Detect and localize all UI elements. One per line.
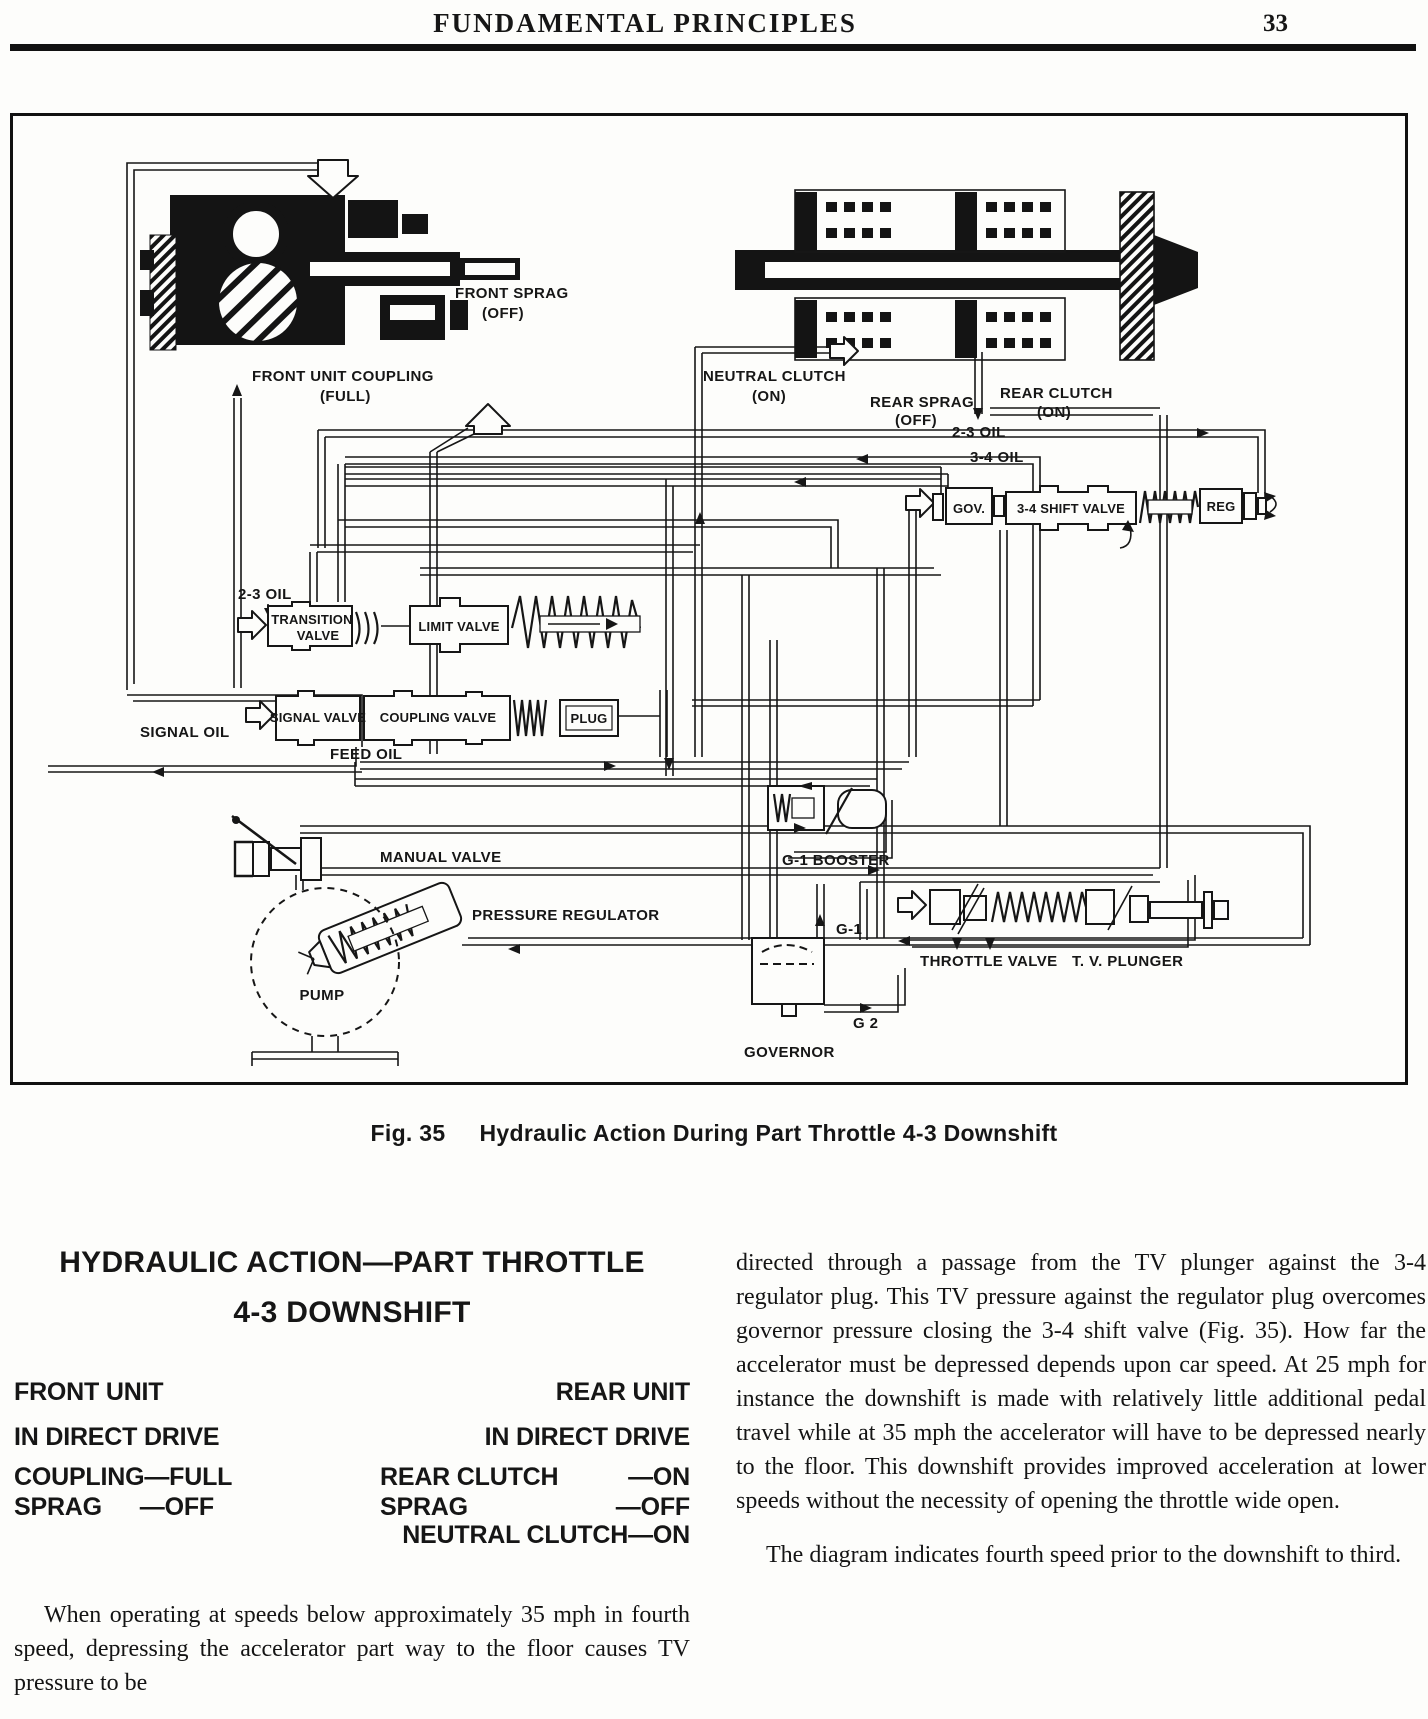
flow-arrow-into-signal: [245, 700, 275, 730]
transition-valve-label: TRANSITION: [271, 612, 352, 627]
pump-group: [250, 887, 400, 1037]
governor-group: [751, 937, 825, 1017]
figure-caption-text: Hydraulic Action During Part Throttle 4-…: [479, 1120, 1058, 1146]
rear-row-value: —ON: [628, 1463, 690, 1491]
coupling-valve-label: COUPLING VALVE: [380, 710, 497, 725]
article: HYDRAULIC ACTION—PART THROTTLE 4-3 DOWNS…: [14, 1246, 1426, 1716]
rear-clutch-label2: (ON): [1037, 404, 1071, 421]
flow-arrow-into-front-unit: [307, 159, 359, 199]
flow-arrow-front-coupling: [465, 403, 511, 435]
front-unit-drawing: [140, 159, 520, 435]
rear-row-value: —ON: [628, 1521, 690, 1549]
rear-row-name: REAR CLUTCH: [380, 1463, 559, 1491]
g2-label: G 2: [853, 1015, 878, 1032]
front-row-value: —OFF: [139, 1493, 214, 1521]
pressure-regulator-group: [298, 881, 463, 975]
neutral-clutch-label2: (ON): [752, 388, 786, 405]
oil-2-3-right-label: 2-3 OIL: [952, 424, 1006, 441]
rear-clutch-label: REAR CLUTCH: [1000, 385, 1113, 402]
front-unit-row: SPRAG —OFF: [14, 1493, 214, 1522]
transition-valve-label2: VALVE: [297, 628, 340, 643]
rear-row-name: NEUTRAL CLUTCH: [402, 1521, 629, 1549]
flow-arrow-into-throttle: [897, 890, 927, 920]
g1-booster-group: [767, 782, 887, 835]
manual-valve-group: [231, 814, 322, 881]
flow-arrow-neutral-clutch: [829, 336, 859, 366]
front-unit-row: COUPLING—FULL: [14, 1463, 354, 1492]
signal-oil-label: SIGNAL OIL: [140, 724, 230, 741]
right-paragraph-1: directed through a passage from the TV p…: [736, 1250, 1426, 1514]
header-rule: [10, 44, 1416, 51]
page-number: 33: [1263, 10, 1288, 37]
throttle-valve-label: THROTTLE VALVE: [920, 953, 1058, 970]
hydraulic-pipes: [48, 162, 1311, 1066]
shift-valve-assembly: GOV. 3-4 SHIFT VALVE REG: [905, 485, 1276, 532]
reg-label: REG: [1207, 499, 1236, 514]
manual-valve-label: MANUAL VALVE: [380, 849, 501, 866]
rear-sprag-label: REAR SPRAG: [870, 394, 974, 411]
front-sprag-label: FRONT SPRAG: [455, 285, 569, 302]
rear-sprag-label2: (OFF): [895, 412, 937, 429]
g1-booster-label: G-1 BOOSTER: [782, 852, 890, 869]
figure-caption: Fig. 35 Hydraulic Action During Part Thro…: [0, 1120, 1428, 1147]
shift-valve-label: 3-4 SHIFT VALVE: [1017, 501, 1125, 516]
front-row-value: —FULL: [144, 1463, 233, 1491]
oil-3-4-label: 3-4 OIL: [970, 449, 1024, 466]
right-column: directed through a passage from the TV p…: [736, 1246, 1426, 1572]
signal-coupling-row: SIGNAL VALVE COUPLING VALVE PLUG: [245, 690, 619, 746]
left-paragraph: When operating at speeds below approxima…: [14, 1602, 690, 1696]
front-coupling-label2: (FULL): [320, 388, 371, 405]
front-sprag-label2: (OFF): [482, 305, 524, 322]
rear-row-value: —OFF: [615, 1493, 690, 1521]
figure-panel: GOV. 3-4 SHIFT VALVE REG TRANSITION VALV…: [10, 113, 1408, 1085]
hydraulic-diagram: GOV. 3-4 SHIFT VALVE REG TRANSITION VALV…: [48, 159, 1311, 1066]
flow-arrows: [152, 384, 1209, 1013]
pump-label: PUMP: [300, 987, 345, 1004]
rear-row-name: SPRAG: [380, 1493, 468, 1521]
front-row-name: SPRAG: [14, 1493, 102, 1521]
flow-arrow-into-transition: [237, 610, 267, 640]
front-unit-title: FRONT UNIT: [14, 1378, 164, 1406]
right-paragraph-2: The diagram indicates fourth speed prior…: [766, 1542, 1402, 1568]
pump-circle: [250, 887, 400, 1037]
rear-unit-row: REAR CLUTCH —ON: [380, 1463, 690, 1492]
rear-unit-row: NEUTRAL CLUTCH—ON: [380, 1521, 690, 1550]
rear-unit-row: SPRAG —OFF: [380, 1493, 690, 1522]
plug-label: PLUG: [571, 711, 608, 726]
pressure-regulator-label: PRESSURE REGULATOR: [472, 907, 660, 924]
flow-arrow-into-gov: [905, 488, 935, 518]
tv-plunger-label: T. V. PLUNGER: [1072, 953, 1183, 970]
gov-label: GOV.: [953, 501, 985, 516]
g1-label: G-1: [836, 921, 862, 938]
throttle-valve-group: [897, 883, 1229, 935]
rear-unit-drawing: [735, 189, 1198, 366]
front-unit-subtitle: IN DIRECT DRIVE: [14, 1423, 220, 1451]
rear-unit-subtitle: IN DIRECT DRIVE: [484, 1423, 691, 1451]
limit-valve-label: LIMIT VALVE: [418, 619, 499, 634]
neutral-clutch-label: NEUTRAL CLUTCH: [703, 368, 846, 385]
governor-label: GOVERNOR: [744, 1044, 835, 1061]
diagram-labels: FRONT SPRAG (OFF) FRONT UNIT COUPLING (F…: [140, 285, 1183, 1061]
oil-2-3-left-label: 2-3 OIL: [238, 586, 292, 603]
section-heading-line2: 4-3 DOWNSHIFT: [233, 1296, 471, 1329]
section-heading-line1: HYDRAULIC ACTION—PART THROTTLE: [59, 1246, 645, 1279]
front-row-name: COUPLING: [14, 1463, 145, 1491]
signal-valve-label: SIGNAL VALVE: [270, 710, 366, 725]
transition-limit-row: TRANSITION VALVE LIMIT VALVE: [237, 595, 642, 653]
front-coupling-label: FRONT UNIT COUPLING: [252, 368, 434, 385]
rear-unit-title: REAR UNIT: [555, 1378, 691, 1406]
feed-oil-label: FEED OIL: [330, 746, 402, 763]
page-title: FUNDAMENTAL PRINCIPLES: [433, 8, 857, 38]
figure-number: Fig. 35: [370, 1120, 446, 1146]
